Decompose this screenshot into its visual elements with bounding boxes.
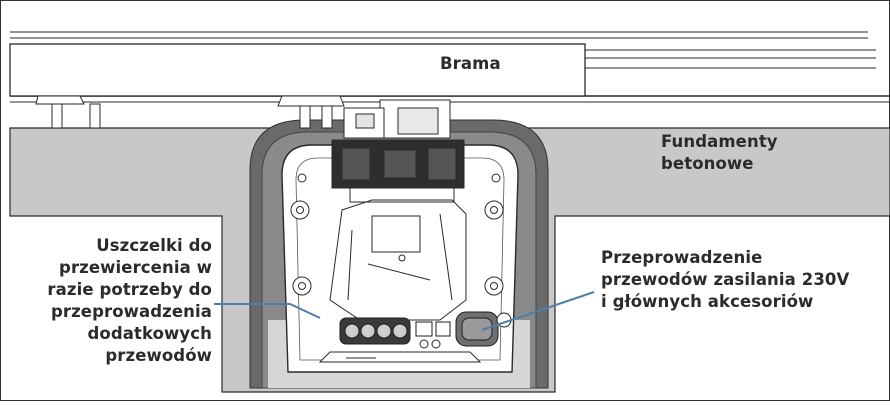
seals-label-line: Uszczelki do [96, 236, 212, 255]
cable-seals [339, 317, 451, 345]
gate-label: Brama [440, 53, 501, 75]
cable-entry-label-line: i głównych akcesoriów [601, 292, 814, 311]
cable-entry-label-line: Przeprowadzenie [601, 248, 763, 267]
housing-inner-line [295, 157, 505, 361]
cable-entry-label-line: przewodów zasilania 230V [601, 270, 850, 289]
gate-beam [9, 43, 586, 97]
foundation-label-line: Fundamenty [661, 132, 778, 151]
gear-unit [331, 139, 465, 203]
inner-panel [329, 199, 467, 321]
cable-entry-label: Przeprowadzenie przewodów zasilania 230V… [601, 247, 849, 313]
gate-label-text: Brama [440, 54, 501, 73]
motor-top [343, 99, 451, 139]
seals-label-line: przewiercenia w [59, 258, 212, 277]
seals-label-line: przeprowadzenia [50, 302, 212, 321]
foundation-label: Fundamenty betonowe [661, 131, 778, 175]
seals-label-line: przewodów [105, 346, 212, 365]
foundation-label-line: betonowe [661, 154, 754, 173]
leader-lines [214, 291, 595, 331]
bottom-details [318, 339, 482, 363]
seals-label-line: razie potrzeby do [47, 280, 212, 299]
support-rollers [35, 95, 345, 129]
seals-label: Uszczelki do przewiercenia w razie potrz… [47, 235, 212, 367]
seals-label-line: dodatkowych [87, 324, 212, 343]
